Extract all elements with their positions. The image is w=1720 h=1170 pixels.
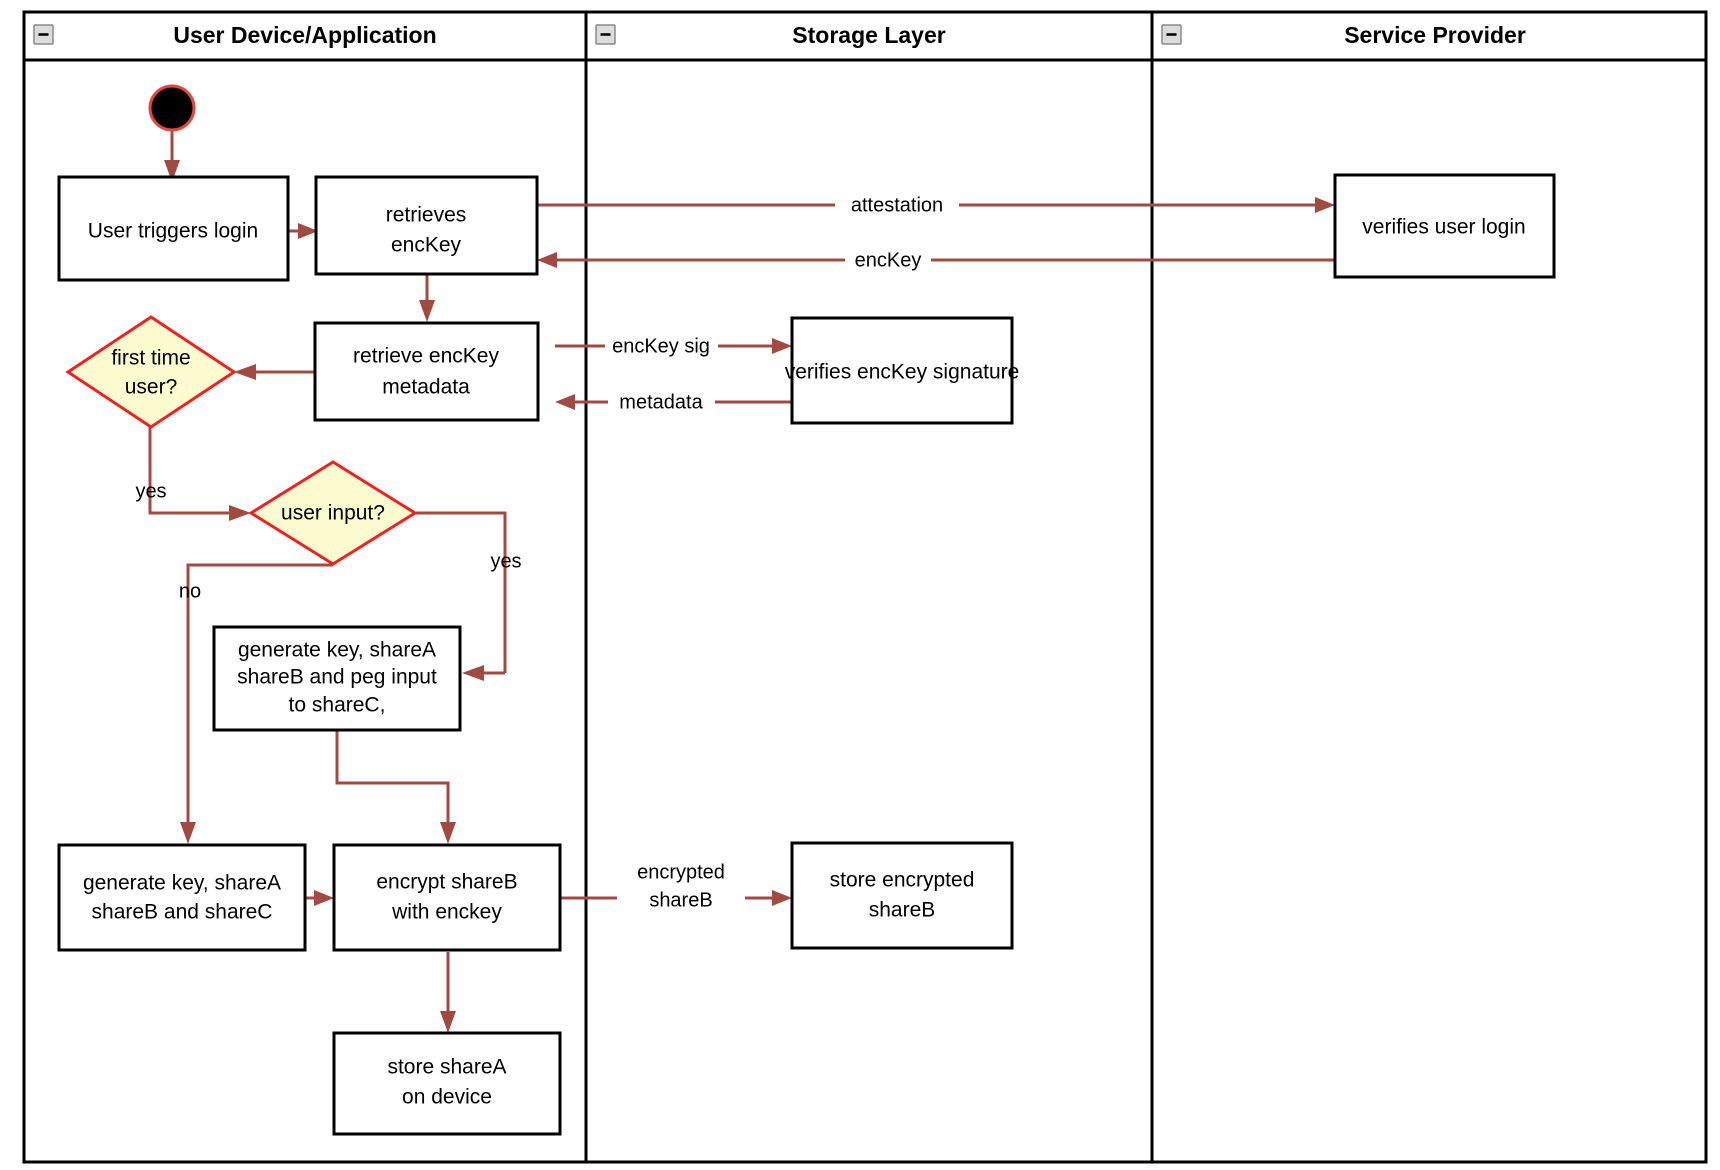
edge-label-yes-user-input: yes <box>490 550 521 572</box>
node-label-store-sharea-line1: store shareA <box>387 1056 506 1079</box>
edge-label-attestation: attestation <box>851 194 943 216</box>
node-retrieves-enckey[interactable]: retrieves encKey <box>314 175 539 276</box>
edge-label-enckey-sig: encKey sig <box>612 335 710 357</box>
edge-start-to-user-triggers-login <box>164 129 180 182</box>
edge-encrypted-shareb: encrypted shareB <box>560 860 792 914</box>
edge-label-enckey: encKey <box>855 249 922 271</box>
node-label-verifies-user-login: verifies user login <box>1362 216 1525 239</box>
initial-node[interactable] <box>148 84 196 132</box>
node-label-encrypt-shareb-line2: with enckey <box>391 901 502 924</box>
node-label-generate-abc-line1: generate key, shareA <box>83 872 281 895</box>
node-label-generate-peg-line3: to shareC, <box>289 694 386 717</box>
node-label-store-sharea-line2: on device <box>402 1086 492 1109</box>
node-label-user-triggers-login: User triggers login <box>88 220 258 243</box>
minus-square-icon-storage-layer[interactable] <box>595 24 616 45</box>
node-decision-first-time-user[interactable]: first time user? <box>65 315 237 429</box>
edge-label-yes-first-time: yes <box>135 480 166 502</box>
node-verifies-user-login[interactable]: verifies user login <box>1333 173 1556 279</box>
node-label-retrieves-enckey-line1: retrieves <box>386 204 467 227</box>
node-store-sharea[interactable]: store shareA on device <box>332 1031 562 1136</box>
node-generate-key-peg[interactable]: generate key, shareA shareB and peg inpu… <box>212 625 462 732</box>
edge-metadata-to-first-time-user <box>234 364 315 380</box>
edge-retrieves-to-metadata <box>419 274 435 322</box>
node-label-retrieve-metadata-line2: metadata <box>382 376 470 399</box>
node-store-encrypted-shareb[interactable]: store encrypted shareB <box>790 841 1014 950</box>
edge-enckey-return: encKey <box>537 247 1335 274</box>
edge-label-encrypted-line2: shareB <box>649 889 712 911</box>
node-label-first-time-user-line2: user? <box>125 376 178 399</box>
lane-header-storage-layer: Storage Layer <box>595 22 946 48</box>
node-label-generate-peg-line1: generate key, shareA <box>238 639 436 662</box>
edge-generate-abc-to-encrypt <box>306 890 334 906</box>
minus-square-icon-user-device[interactable] <box>33 24 54 45</box>
edge-metadata-return: metadata <box>555 389 792 416</box>
node-user-triggers-login[interactable]: User triggers login <box>57 175 290 282</box>
edge-encrypt-to-store-sharea <box>440 952 456 1033</box>
edge-user-input-yes: yes <box>415 511 522 681</box>
edge-enckey-sig: encKey sig <box>555 333 792 360</box>
edge-first-time-yes-to-user-input: yes <box>135 391 251 521</box>
edge-label-metadata: metadata <box>619 391 703 413</box>
minus-square-icon-service-provider[interactable] <box>1161 24 1182 45</box>
edge-label-no-user-input: no <box>179 580 201 602</box>
lane-title-service-provider: Service Provider <box>1344 22 1526 48</box>
edge-generate-peg-to-encrypt <box>335 730 456 844</box>
node-decision-user-input[interactable]: user input? <box>248 460 418 566</box>
node-label-generate-peg-line2: shareB and peg input <box>237 666 437 689</box>
edge-label-encrypted-line1: encrypted <box>637 861 725 883</box>
node-label-verifies-enckey-signature: verifies encKey signature <box>785 361 1020 384</box>
lane-title-storage-layer: Storage Layer <box>792 22 945 48</box>
node-label-user-input: user input? <box>281 502 385 525</box>
edge-attestation: attestation <box>537 192 1335 219</box>
node-verifies-enckey-signature[interactable]: verifies encKey signature <box>785 316 1020 425</box>
node-generate-key-abc[interactable]: generate key, shareA shareB and shareC <box>57 843 307 952</box>
lane-header-service-provider: Service Provider <box>1161 22 1526 48</box>
node-label-generate-abc-line2: shareB and shareC <box>92 901 273 924</box>
node-label-first-time-user-line1: first time <box>111 347 190 370</box>
node-encrypt-shareb[interactable]: encrypt shareB with enckey <box>332 843 562 952</box>
node-label-encrypt-shareb-line1: encrypt shareB <box>376 871 517 894</box>
edge-login-to-retrieves-enckey <box>288 223 318 239</box>
node-label-retrieve-metadata-line1: retrieve encKey <box>353 345 499 368</box>
node-label-retrieves-enckey-line2: encKey <box>391 234 462 257</box>
edge-user-input-no: no <box>179 563 333 844</box>
node-label-store-encrypted-shareb-line1: store encrypted <box>830 869 975 892</box>
lane-header-user-device: User Device/Application <box>33 22 437 48</box>
node-label-store-encrypted-shareb-line2: shareB <box>869 899 936 922</box>
node-retrieve-enckey-metadata[interactable]: retrieve encKey metadata <box>313 321 540 422</box>
lane-title-user-device: User Device/Application <box>173 22 436 48</box>
